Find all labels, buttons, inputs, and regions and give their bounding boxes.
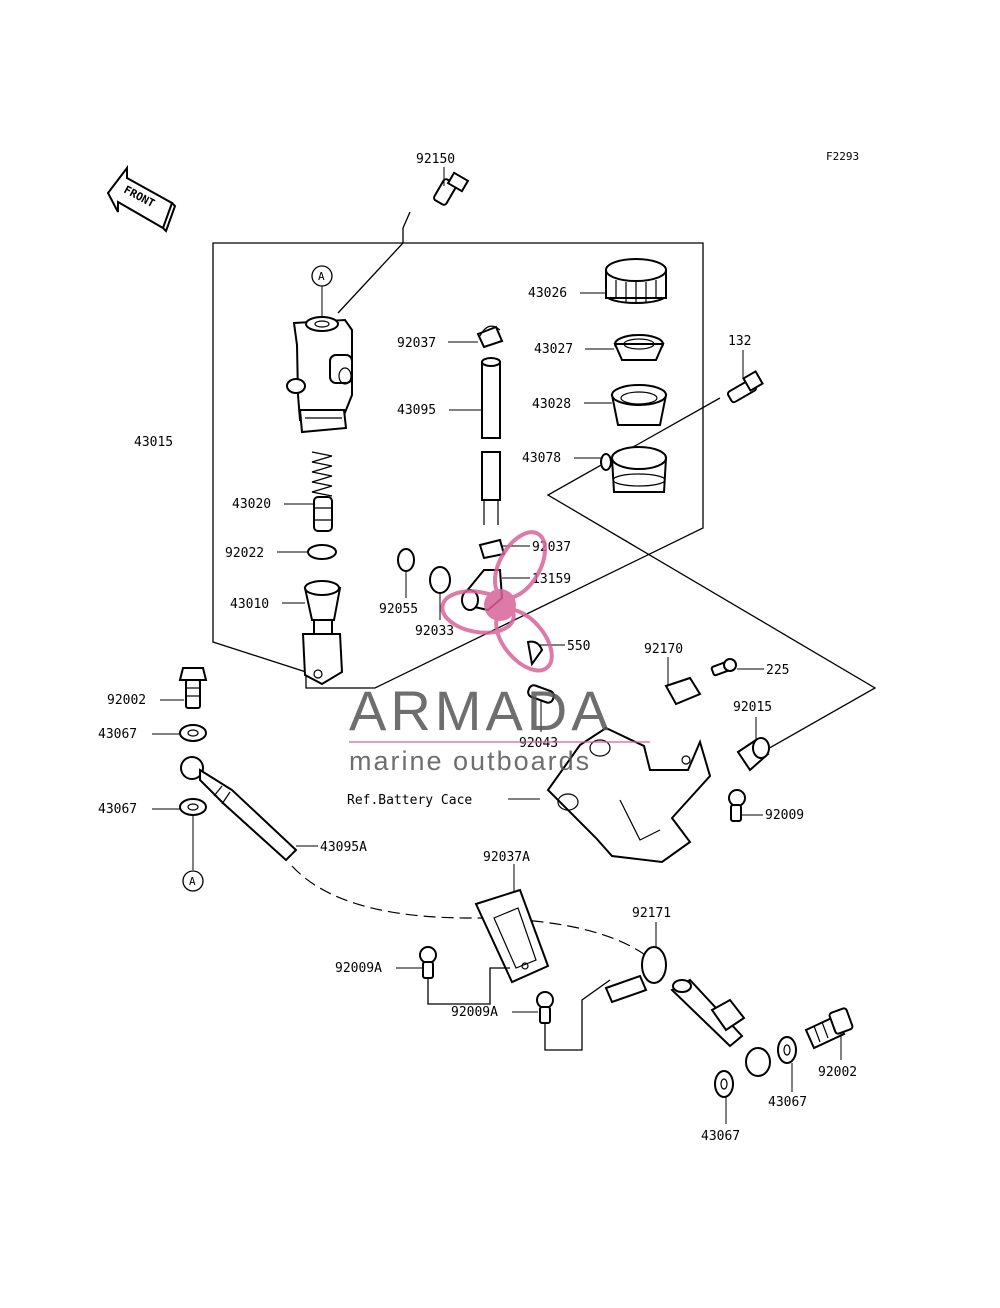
part-550-cotter-pin (526, 640, 544, 667)
part-43027-plate (613, 334, 665, 361)
part-92150-bolt (433, 171, 470, 206)
part-132-screw (726, 370, 764, 404)
callout-a-top-letter: A (318, 270, 325, 283)
label-225: 225 (766, 663, 789, 678)
part-92171-clamp (604, 946, 667, 1004)
part-92055-o-ring (397, 548, 415, 572)
label-92002-left: 92002 (107, 693, 146, 708)
label-ref-battery-case: Ref.Battery Cace (347, 793, 472, 808)
callout-a-bottom-letter: A (189, 875, 196, 888)
label-13159: 13159 (532, 572, 571, 587)
label-550: 550 (567, 639, 590, 654)
front-arrow-icon: FRONT (106, 165, 177, 233)
label-132: 132 (728, 334, 751, 349)
part-43095A-hose-end (180, 756, 298, 862)
label-43095A: 43095A (320, 840, 367, 855)
part-43028-diaphragm (610, 384, 668, 426)
battery-case-bracket (546, 726, 712, 864)
label-43067-a: 43067 (98, 727, 137, 742)
figure-code: F2293 (826, 150, 859, 163)
part-92043-pin (527, 684, 555, 704)
part-hose-end-right (670, 978, 771, 1077)
part-43067-washer-c (777, 1036, 797, 1064)
label-92022: 92022 (225, 546, 264, 561)
watermark-brand: ARMADA (349, 679, 613, 742)
label-92037A: 92037A (483, 850, 530, 865)
part-43067-washer-d (714, 1070, 734, 1098)
part-92015-collar (736, 737, 770, 772)
part-43026-cap (605, 258, 667, 304)
part-92170-bracket (664, 676, 702, 706)
label-92170: 92170 (644, 642, 683, 657)
label-43067-c: 43067 (768, 1095, 807, 1110)
label-43026: 43026 (528, 286, 567, 301)
label-43027: 43027 (534, 342, 573, 357)
callout-a-bottom: A (182, 815, 204, 892)
part-92033-circlip (429, 566, 451, 594)
label-92043: 92043 (519, 736, 558, 751)
watermark-tagline: marine outboards (349, 746, 591, 776)
label-92037-top: 92037 (397, 336, 436, 351)
part-92009-screw (728, 789, 746, 822)
part-43067-washer-a (179, 724, 207, 742)
label-92055: 92055 (379, 602, 418, 617)
label-92015: 92015 (733, 700, 772, 715)
part-92009A-screw-b (536, 991, 554, 1024)
label-43020: 43020 (232, 497, 271, 512)
part-43067-washer-b (179, 798, 207, 816)
label-43067-b: 43067 (98, 802, 137, 817)
part-master-cylinder-body (286, 316, 353, 434)
assembly-frame (212, 242, 704, 689)
part-92037-clamp-top (476, 325, 504, 349)
label-43095: 43095 (397, 403, 436, 418)
part-43078-reservoir (600, 446, 668, 493)
label-92009A-b: 92009A (451, 1005, 498, 1020)
part-43020-spring-piston (311, 451, 333, 532)
label-43015: 43015 (134, 435, 173, 450)
label-92033: 92033 (415, 624, 454, 639)
hose-route (291, 865, 653, 961)
label-92002-right: 92002 (818, 1065, 857, 1080)
propeller-logo-icon (440, 530, 554, 673)
part-225-screw (710, 658, 737, 677)
label-92037-mid: 92037 (532, 540, 571, 555)
part-92009A-screw-a (419, 946, 437, 979)
part-43010-push-rod (301, 580, 344, 686)
label-43078: 43078 (522, 451, 561, 466)
label-43028: 43028 (532, 397, 571, 412)
label-92009: 92009 (765, 808, 804, 823)
label-92150: 92150 (416, 152, 455, 167)
part-92037A-bracket (474, 888, 550, 984)
label-92009A-a: 92009A (335, 961, 382, 976)
label-43067-d: 43067 (701, 1129, 740, 1144)
callout-a-top: A (311, 265, 333, 318)
armada-watermark: ARMADA marine outboards (349, 530, 650, 776)
part-92002-banjo-bolt-right (804, 1007, 854, 1050)
part-92002-banjo-bolt-left (178, 667, 208, 709)
label-92171: 92171 (632, 906, 671, 921)
part-92022-circlip (307, 544, 337, 560)
part-43095-hose (481, 357, 501, 525)
label-43010: 43010 (230, 597, 269, 612)
